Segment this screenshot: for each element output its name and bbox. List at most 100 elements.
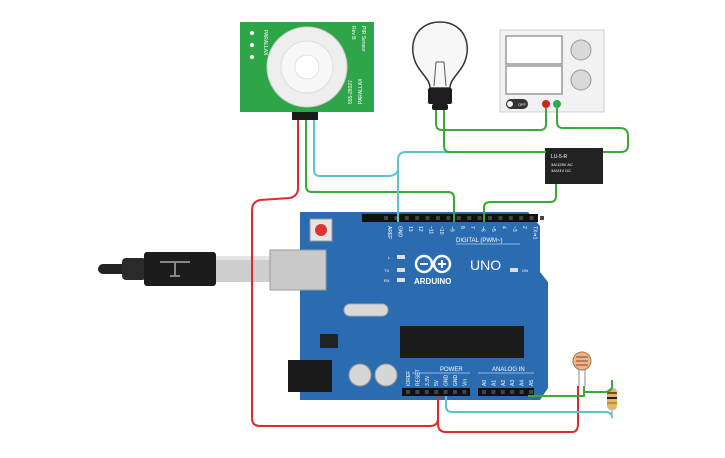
power-pin-label: 5V xyxy=(434,379,440,386)
supply-terminal-negative[interactable] xyxy=(553,100,561,108)
supply-display-bottom xyxy=(505,65,563,95)
digital-pin-label: 8 xyxy=(459,226,465,229)
power-pin-1[interactable] xyxy=(415,390,420,394)
usb-cable-icon xyxy=(98,252,270,286)
relay-body xyxy=(545,148,603,184)
analog-pin-1[interactable] xyxy=(491,390,496,394)
power-supply[interactable]: OFF xyxy=(499,29,605,113)
digital-pin-label: 7 xyxy=(469,226,475,229)
power-pin-label: GND xyxy=(444,375,450,387)
pir-sensor[interactable]: 555-28027 PARALLAX PARALLAX PIR Sensor R… xyxy=(240,22,374,120)
supply-terminal-positive[interactable] xyxy=(542,100,550,108)
led-tx-label: TX xyxy=(384,268,389,273)
photoresistor-icon[interactable] xyxy=(572,351,592,386)
digital-pin-6[interactable] xyxy=(446,216,451,220)
wires xyxy=(251,108,629,433)
digital-pin-11[interactable] xyxy=(498,216,503,220)
power-pin-0[interactable] xyxy=(406,390,410,394)
digital-pin-label: 2 xyxy=(521,226,527,229)
capacitor-1 xyxy=(348,363,372,387)
power-label: POWER xyxy=(440,367,463,373)
power-pin-4[interactable] xyxy=(443,390,448,394)
led-rx-label: RX xyxy=(384,278,390,283)
analog-pin-4[interactable] xyxy=(519,390,524,394)
analog-header xyxy=(478,388,534,396)
digital-pin-label: TX➜1 xyxy=(532,226,538,240)
digital-pin-label: 12 xyxy=(417,226,423,232)
relay-spec-dc: 3A/24V DC xyxy=(551,168,571,173)
pir-brand-left: PARALLAX xyxy=(262,30,268,56)
pir-header xyxy=(292,112,318,120)
digital-pin-13[interactable] xyxy=(519,216,524,220)
led-tx xyxy=(397,268,405,272)
digital-pin-3[interactable] xyxy=(415,216,420,220)
relay[interactable]: LU-5-R 3A/125V AC 3A/24V DC xyxy=(545,148,603,184)
digital-pin-7[interactable] xyxy=(456,216,461,220)
analog-pin-label: A1 xyxy=(491,380,497,386)
wire-gnd-bottom-cyan xyxy=(445,396,613,419)
led-on xyxy=(510,268,518,272)
digital-pin-label: ~5 xyxy=(490,226,496,232)
wire-a5-green xyxy=(528,386,585,397)
led-on-label: ON xyxy=(522,268,528,273)
voltage-knob[interactable] xyxy=(570,39,592,61)
digital-pin-label: AREF xyxy=(386,226,392,239)
digital-pin-5[interactable] xyxy=(436,216,440,220)
digital-pin-label: ~9 xyxy=(448,226,454,232)
digital-pin-4[interactable] xyxy=(425,216,430,220)
digital-pin-14[interactable] xyxy=(529,216,534,220)
pir-rev-label: Rev B xyxy=(350,26,356,40)
digital-pin-15[interactable] xyxy=(540,216,544,220)
reset-button[interactable] xyxy=(315,224,327,236)
crystal xyxy=(343,303,389,317)
wire-5v-red-2 xyxy=(437,386,579,433)
usb-jack xyxy=(269,249,327,291)
atmega-chip xyxy=(400,326,524,358)
infinity-logo-icon xyxy=(414,254,452,274)
digital-pin-2[interactable] xyxy=(404,216,409,220)
digital-pin-0[interactable] xyxy=(384,216,388,220)
digital-pin-10[interactable] xyxy=(488,216,492,220)
digital-pin-8[interactable] xyxy=(467,216,472,220)
wire-pir-green xyxy=(305,120,455,222)
power-switch-label: OFF xyxy=(518,102,527,107)
pir-part-label: 555-28027 xyxy=(348,80,354,104)
digital-pin-label: ~10 xyxy=(438,226,444,235)
digital-pin-12[interactable] xyxy=(508,216,513,220)
digital-pin-9[interactable] xyxy=(477,216,482,220)
digital-pin-label: GND xyxy=(396,226,402,238)
analog-pin-5[interactable] xyxy=(529,390,533,394)
power-pin-5[interactable] xyxy=(453,390,457,394)
analog-pin-label: A5 xyxy=(529,380,535,386)
light-bulb-icon[interactable] xyxy=(412,21,468,110)
power-pin-label: 3.3V xyxy=(425,375,431,386)
analog-pin-3[interactable] xyxy=(510,390,515,394)
current-knob[interactable] xyxy=(570,69,592,91)
wire-5v-red xyxy=(251,120,439,427)
wire-supply-relay-green xyxy=(556,108,629,153)
analog-pin-label: A0 xyxy=(482,380,488,386)
digital-pin-label: 4 xyxy=(500,226,506,229)
power-pin-2[interactable] xyxy=(424,390,429,394)
power-pin-label: GND xyxy=(453,375,459,387)
digital-pin-label: 13 xyxy=(407,226,413,232)
power-pin-3[interactable] xyxy=(434,390,439,394)
power-pin-label: IOREF xyxy=(406,371,412,386)
arduino-brand: ARDUINO xyxy=(414,277,451,286)
analog-pin-2[interactable] xyxy=(500,390,505,394)
digital-pin-1[interactable] xyxy=(394,216,399,220)
led-l xyxy=(397,255,405,259)
analog-pin-0[interactable] xyxy=(482,390,486,394)
voltage-regulator xyxy=(320,334,338,348)
analog-pin-label: A4 xyxy=(520,380,526,386)
wire-bulb-relay-green xyxy=(443,110,546,153)
power-pin-label: Vin xyxy=(462,379,468,386)
power-pin-6[interactable] xyxy=(462,390,467,394)
dc-power-jack xyxy=(288,360,332,392)
analog-pin-label: A3 xyxy=(510,380,516,386)
digital-pin-label: ~6 xyxy=(480,226,486,232)
